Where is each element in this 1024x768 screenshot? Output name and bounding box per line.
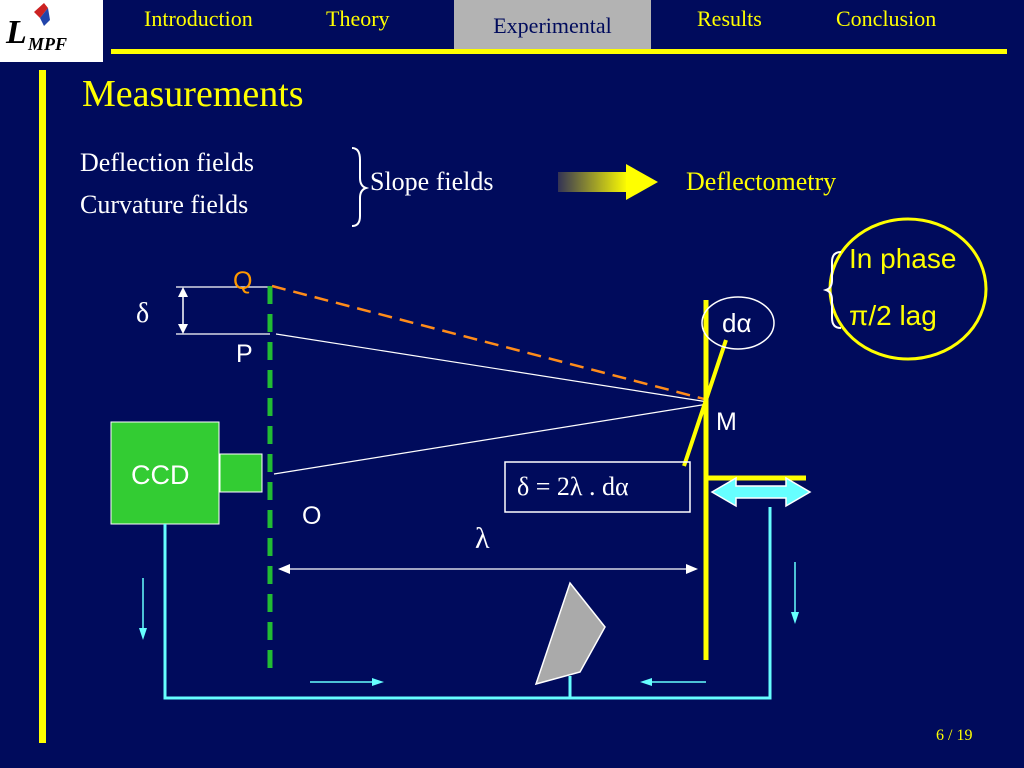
deflection-fields-label: Deflection fields xyxy=(80,148,254,177)
ccd-label: CCD xyxy=(131,460,190,490)
point-p-label: P xyxy=(236,340,253,368)
formula-box xyxy=(504,461,691,513)
callout-circle xyxy=(828,217,988,361)
tab-theory[interactable]: Theory xyxy=(326,6,390,31)
d-alpha-callout xyxy=(701,296,775,350)
point-o-label: O xyxy=(302,502,322,530)
point-q-label: Q xyxy=(233,267,253,295)
page-number: 6 / 19 xyxy=(936,727,973,744)
flow-arrow-right-icon xyxy=(310,678,384,686)
d-alpha-label: dα xyxy=(722,308,752,338)
pi-half-lag-label: π/2 lag xyxy=(849,300,937,331)
callout-brace xyxy=(822,251,842,329)
flow-arrow-left-icon xyxy=(640,678,706,686)
slide-title: Measurements xyxy=(82,73,304,115)
lambda-symbol: λ xyxy=(475,522,490,555)
ray-q-to-m xyxy=(271,284,709,402)
feedback-loop-line xyxy=(163,507,772,700)
flow-arrow-down-left-icon xyxy=(139,578,147,640)
slope-fields-label: Slope fields xyxy=(370,167,494,196)
delta-symbol: δ xyxy=(136,298,150,329)
left-accent-bar xyxy=(39,70,46,743)
ray-p-to-m xyxy=(275,333,709,403)
ray-o-to-m xyxy=(273,403,709,475)
ccd-camera-body xyxy=(110,421,220,525)
flow-arrow-down-right-icon xyxy=(791,562,799,624)
tab-experimental[interactable]: Experimental xyxy=(454,0,651,49)
tab-introduction[interactable]: Introduction xyxy=(144,6,253,31)
tilted-plate xyxy=(682,339,728,467)
translation-double-arrow-icon xyxy=(710,476,812,508)
nav-underline xyxy=(111,49,1007,54)
deflectometry-label: Deflectometry xyxy=(686,167,837,196)
curvature-fields-label: Curvature fields xyxy=(80,190,249,219)
tab-conclusion[interactable]: Conclusion xyxy=(836,6,937,31)
tab-results[interactable]: Results xyxy=(697,6,762,31)
ccd-lens xyxy=(219,453,263,493)
section-nav: Introduction Theory Experimental Results… xyxy=(111,0,1007,49)
logo-letter: L xyxy=(6,14,27,51)
formula-text: δ = 2λ . dα xyxy=(517,472,629,501)
in-phase-label: In phase xyxy=(849,243,957,274)
logo-subtext: MPF xyxy=(28,34,68,54)
grouping-brace xyxy=(351,147,370,227)
logo-flag-icon xyxy=(34,3,50,26)
gradient-arrow-icon xyxy=(558,164,658,200)
point-m-label: M xyxy=(716,408,737,436)
lmpf-logo: L MPF xyxy=(0,0,103,62)
processing-unit xyxy=(534,581,606,686)
